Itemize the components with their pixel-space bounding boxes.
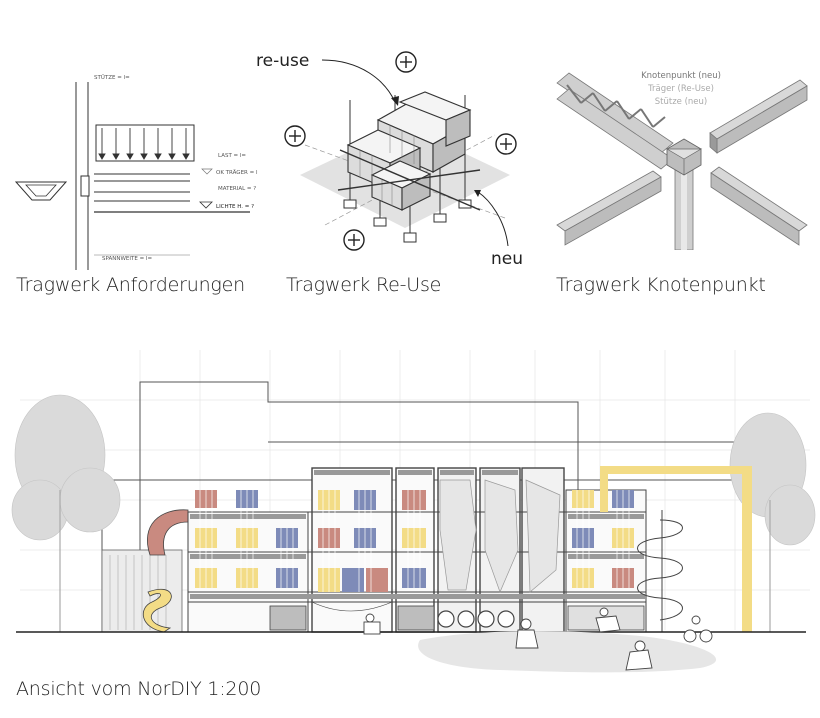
beams: [337, 149, 481, 211]
reuse-diagram: re-use neu: [250, 40, 540, 275]
span-label: SPANNWEITE = l=: [102, 256, 152, 262]
material-label: MATERIAL = ?: [218, 186, 256, 192]
elevation-drawing: [0, 330, 820, 675]
elevation-svg: [11, 350, 816, 673]
column-label: STÜTZE = l=: [94, 74, 130, 81]
ground-floor: [269, 605, 645, 631]
plus-markers: [284, 51, 517, 251]
load-arrows: [98, 128, 190, 160]
load-label: LAST = l=: [218, 153, 246, 159]
red-slide: [147, 509, 189, 556]
requirements-svg: STÜTZE = l= LAST = l= OK TRÄGER = l MATE…: [14, 74, 258, 270]
glazed-voids: [439, 479, 561, 593]
truss-beams: [190, 470, 646, 599]
legend-node: Knotenpunkt (neu): [641, 71, 721, 81]
reuse-label: re-use: [256, 51, 309, 71]
new-label: neu: [491, 249, 523, 269]
people: [363, 607, 713, 671]
node-diagram: Knotenpunkt (neu) Träger (Re-Use) Stütze…: [555, 65, 810, 250]
window-slats: [199, 490, 630, 592]
tree-trunks: [59, 490, 771, 632]
caption-node: Tragwerk Knotenpunkt: [556, 274, 766, 296]
beam-top-label: OK TRÄGER = l: [216, 169, 258, 176]
node-svg: Knotenpunkt (neu) Träger (Re-Use) Stütze…: [556, 71, 808, 250]
container-ribs: [359, 125, 415, 206]
requirements-diagram: STÜTZE = l= LAST = l= OK TRÄGER = l MATE…: [10, 70, 260, 270]
caption-reuse: Tragwerk Re-Use: [286, 274, 442, 296]
yellow-slide: [142, 588, 172, 633]
spiral-stair: [637, 510, 683, 632]
legend-beam: Träger (Re-Use): [647, 84, 714, 94]
caption-elevation: Ansicht vom NorDIY 1:200: [16, 678, 262, 700]
clearance-label: LICHTE H. = ?: [216, 204, 254, 210]
i-beam-lower-left: [556, 170, 662, 246]
i-beam-upper-right: [709, 79, 808, 154]
legend-column: Stütze (neu): [655, 97, 707, 107]
floor-lines: [188, 511, 646, 603]
column-node: [665, 138, 703, 250]
reuse-svg: re-use neu: [256, 51, 523, 269]
i-beam-lower-right: [710, 166, 808, 246]
yellow-crane: [600, 466, 752, 632]
ground-shadow: [418, 631, 717, 673]
caption-requirements: Tragwerk Anforderungen: [16, 274, 245, 296]
bunting: [311, 601, 393, 612]
